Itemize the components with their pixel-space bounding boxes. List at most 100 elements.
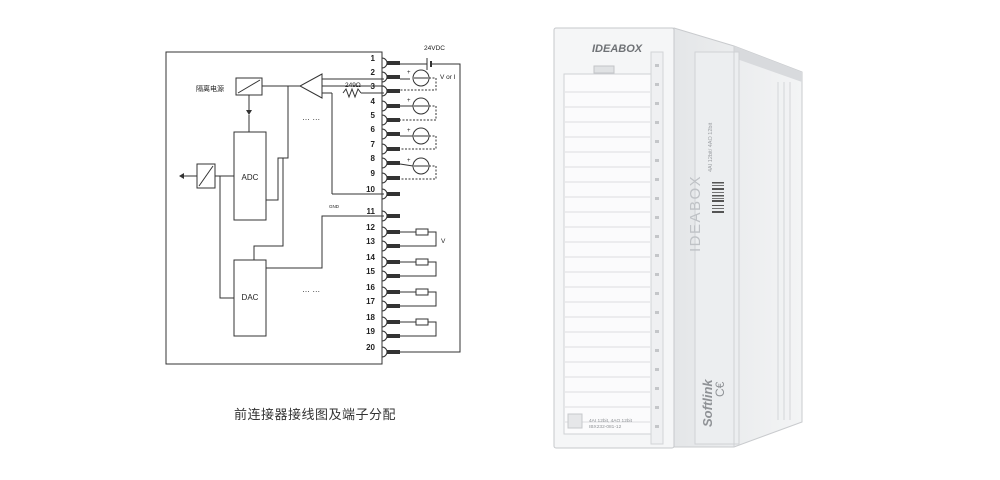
terminal-pin [387,334,400,338]
terminal-pin [387,147,400,151]
terminal-pin [387,260,400,264]
load-ch1 [400,228,437,247]
input-mode-label: V or I [440,74,456,81]
terminal-number: 13 [366,237,375,246]
terminal-pin [387,161,400,165]
terminal-number: 6 [371,125,376,134]
terminal-number: 19 [366,327,375,336]
terminal-pin [387,192,400,196]
svg-text:+: + [407,158,411,164]
terminal-contact [381,157,388,169]
barcode-label [712,182,724,213]
terminal-number: 20 [366,343,375,352]
diagram-caption: 前连接器接线图及端子分配 [233,408,396,423]
transmitter-ch4: + [400,157,437,180]
svg-text:+: + [407,128,411,134]
terminal-contact [381,210,388,222]
terminal-contact [381,143,388,155]
terminal-contact [381,114,388,126]
terminal-pin [387,290,400,294]
terminal-number: 15 [366,267,375,276]
output-mode-label: V [441,238,446,245]
terminal-pin [387,320,400,324]
dac-label: DAC [242,293,259,302]
terminal-pin [387,230,400,234]
terminal-rib [650,51,664,445]
transmitter-ch2: + [400,97,437,121]
module-product-image: IDEABOX 4AI 12bit/ 4AO 12bit Softlink C€… [553,27,803,449]
supply-label: 24VDC [424,45,445,52]
svg-text:+: + [407,70,411,76]
brand-logo: IDEABOX [592,43,643,55]
terminal-contact [381,270,388,282]
terminal-number: 2 [371,68,376,77]
maker-logo: Softlink [700,379,715,427]
transmitter-ch1: + [400,69,437,91]
front-spec-line2: IBX232-081-12 [589,424,622,430]
terminal-number: 11 [367,207,376,216]
terminal-contact [381,330,388,342]
terminal-number: 8 [371,154,376,163]
dac-block [233,259,267,337]
terminal-contact [381,256,388,268]
terminal-pin [387,118,400,122]
ce-mark: C€ [713,381,727,397]
terminal-number: 4 [371,97,376,106]
terminal-number: 10 [366,185,375,194]
terminal-pin [387,176,400,180]
terminal-contact [381,57,388,69]
terminal-number: 5 [371,111,376,120]
terminal-number: 3 [371,82,376,91]
input-amplifier [298,73,323,99]
side-spec-label: 4AI 12bit/ 4AO 12bit [708,122,714,172]
terminal-contact [381,346,388,358]
terminal-number: 17 [366,297,375,306]
adc-label: ADC [242,173,259,182]
side-brand-label: IDEABOX [687,175,704,252]
terminal-pin [387,104,400,108]
terminal-pin [387,244,400,248]
terminal-pin [387,214,400,218]
terminal-number: 7 [371,140,376,149]
front-spec-line1: 4AI 12bit, 4AO 12bit [589,418,633,424]
terminal-contact [381,188,388,200]
terminal-contact [381,128,388,140]
terminal-number: 18 [366,313,375,322]
terminal-pin [387,132,400,136]
terminal-pin [387,89,400,93]
terminal-number: 1 [371,54,376,63]
terminal-contact [381,316,388,328]
terminal-contact [381,172,388,184]
terminal-contact [381,71,388,83]
terminal-contact [381,226,388,238]
load-ch3 [400,288,437,307]
load-ch2 [400,258,437,277]
terminal-contact [381,85,388,97]
terminal-number: 12 [366,223,375,232]
terminal-contact [381,100,388,112]
terminal-contact [381,300,388,312]
load-ch4 [400,318,437,337]
ellipsis-lower: … … [302,285,320,294]
data-out-arrow [179,173,184,179]
transmitter-ch3: + [400,127,437,150]
terminal-pin [387,75,400,79]
ellipsis-upper: … … [302,113,320,122]
terminal-number: 9 [371,169,376,178]
module-outline [165,51,383,365]
terminal-contact [381,240,388,252]
shunt-resistor [342,87,362,99]
terminal-pin [387,350,400,354]
terminal-pin [387,61,400,65]
isolated-power-label: 隔离电源 [196,84,224,93]
terminal-number: 16 [366,283,375,292]
svg-text:+: + [407,98,411,104]
terminal-pin [387,274,400,278]
label-window [563,73,663,435]
terminal-number: 14 [366,253,375,262]
terminal-pin [387,304,400,308]
gnd-label: GND [329,204,340,209]
terminal-contact [381,286,388,298]
